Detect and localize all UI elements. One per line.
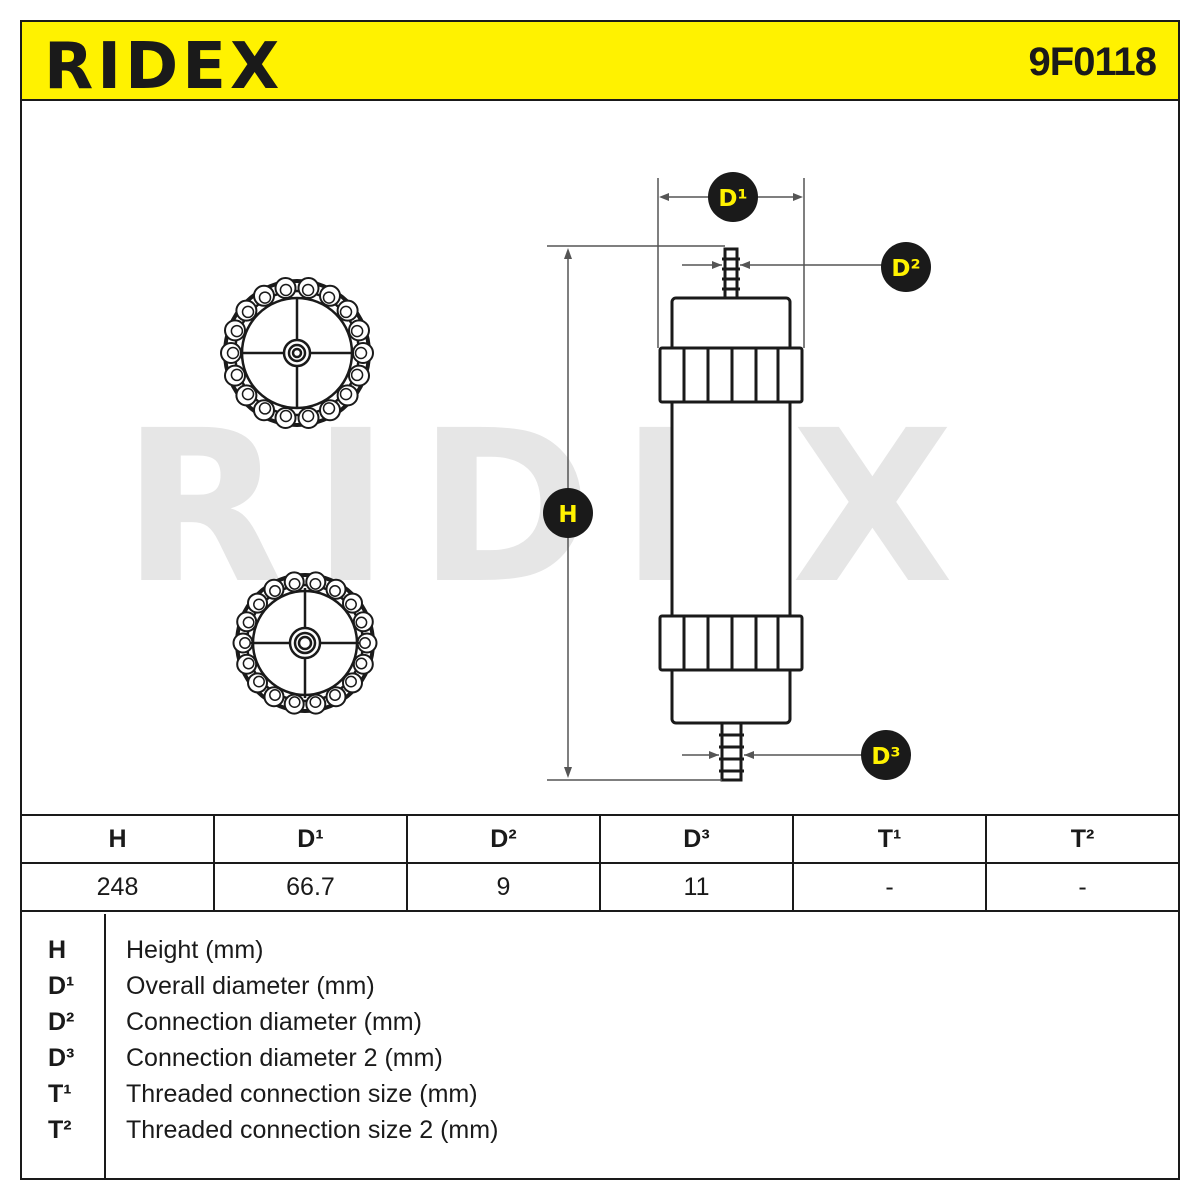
scallop-lobe-inner <box>279 409 293 423</box>
legend-key: D² <box>48 1008 75 1036</box>
legend-item: T² Threaded connection size 2 (mm) <box>22 1112 1178 1148</box>
end-view-bottom <box>232 571 378 715</box>
scallop-lobe-inner <box>355 616 368 629</box>
table-header-cell: D³ <box>601 816 794 862</box>
label-d3: D³ <box>861 730 911 780</box>
label-d1-text: D¹ <box>718 186 747 212</box>
dimension-table: H D¹ D² D³ T¹ T² 248 66.7 9 11 - - <box>22 814 1178 912</box>
scallop-lobe-inner <box>354 346 368 360</box>
scallop-lobe-inner <box>279 283 293 297</box>
table-value-cell: - <box>794 864 987 910</box>
label-h-text: H <box>558 502 577 528</box>
scallop-lobe-inner <box>355 657 368 670</box>
scallop-lobe-inner <box>253 675 265 688</box>
legend-item: D¹ Overall diameter (mm) <box>22 968 1178 1004</box>
legend-key: H <box>48 936 67 964</box>
scallop-lobe-inner <box>322 291 336 304</box>
page-frame: RIDEX 9F0118 RIDEX <box>20 20 1180 1180</box>
table-header-cell: T¹ <box>794 816 987 862</box>
scallop-lobe-inner <box>329 585 341 597</box>
scallop-lobe-inner <box>269 689 281 701</box>
table-header-cell: D¹ <box>215 816 408 862</box>
scallop-lobe-inner <box>288 577 301 590</box>
legend-desc: Overall diameter (mm) <box>126 972 375 1000</box>
legend-item: T¹ Threaded connection size (mm) <box>22 1076 1178 1112</box>
legend-desc: Connection diameter 2 (mm) <box>126 1044 443 1072</box>
technical-diagram: RIDEX <box>22 103 1178 814</box>
brand-logo: RIDEX <box>44 32 283 94</box>
legend-desc: Threaded connection size 2 (mm) <box>126 1116 499 1144</box>
legend-key: T² <box>48 1116 72 1144</box>
label-d2: D² <box>881 242 931 292</box>
scallop-lobe-inner <box>329 689 341 701</box>
table-header-cell: D² <box>408 816 601 862</box>
label-d1: D¹ <box>708 172 758 222</box>
table-value-cell: 248 <box>22 864 215 910</box>
legend-desc: Height (mm) <box>126 936 264 964</box>
scallop-lobe-inner <box>301 409 315 423</box>
scallop-lobe-inner <box>230 368 244 382</box>
scallop-lobe-inner <box>230 324 244 338</box>
scallop-lobe-inner <box>242 657 255 670</box>
table-value-cell: - <box>1078 872 1087 901</box>
label-d3-text: D³ <box>871 744 900 770</box>
legend: H Height (mm) D¹ Overall diameter (mm) D… <box>22 914 1178 1178</box>
scallop-lobe-inner <box>253 598 265 611</box>
table-value-cell: 9 <box>408 864 601 910</box>
scallop-lobe-inner <box>242 616 255 629</box>
top-connector <box>723 247 739 301</box>
legend-desc: Threaded connection size (mm) <box>126 1080 478 1108</box>
scallop-lobe-inner <box>350 324 364 338</box>
legend-desc: Connection diameter (mm) <box>126 1008 422 1036</box>
scallop-lobe-inner <box>241 305 255 319</box>
scallop-lobe-inner <box>258 291 272 304</box>
scallop-lobe-inner <box>345 675 357 688</box>
scallop-lobe-inner <box>269 585 281 597</box>
scallop-lobe-inner <box>339 305 353 319</box>
legend-item: D³ Connection diameter 2 (mm) <box>22 1040 1178 1076</box>
scallop-lobe-inner <box>309 696 322 709</box>
label-d2-text: D² <box>891 256 920 282</box>
table-value-cell: 11 <box>601 864 794 910</box>
label-h: H <box>543 488 593 538</box>
legend-divider <box>104 914 106 1178</box>
legend-item: D² Connection diameter (mm) <box>22 1004 1178 1040</box>
legend-key: D³ <box>48 1044 75 1072</box>
scallop-lobe-inner <box>258 402 272 415</box>
scallop-lobe-inner <box>339 387 353 401</box>
legend-key: T¹ <box>48 1080 72 1108</box>
table-header-cell: T² <box>1070 824 1095 853</box>
scallop-lobe-inner <box>288 696 301 709</box>
table-header-cell: H <box>22 816 215 862</box>
bottom-connector <box>720 721 743 782</box>
end-view-top <box>220 277 374 429</box>
scallop-lobe-inner <box>226 346 240 360</box>
brand-logo-text: RIDEX <box>44 32 283 94</box>
scallop-lobe-inner <box>241 387 255 401</box>
table-value-cell: 66.7 <box>215 864 408 910</box>
table-row: 248 66.7 9 11 - - <box>22 864 1178 910</box>
legend-key: D¹ <box>48 972 75 1000</box>
legend-item: H Height (mm) <box>22 932 1178 968</box>
header-bar: RIDEX 9F0118 <box>22 22 1178 101</box>
scallop-ring <box>220 277 374 429</box>
scallop-lobe-inner <box>345 598 357 611</box>
filter-drawing: RIDEX <box>122 172 954 782</box>
part-number: 9F0118 <box>1028 40 1157 84</box>
scallop-lobe-inner <box>301 283 315 297</box>
scallop-lobe-inner <box>350 368 364 382</box>
scallop-lobe-inner <box>309 577 322 590</box>
table-header-row: H D¹ D² D³ T¹ T² <box>22 816 1178 864</box>
dimension-arrowheads <box>564 193 803 778</box>
filter-side-view <box>658 247 804 782</box>
scallop-lobe-inner <box>322 402 336 415</box>
